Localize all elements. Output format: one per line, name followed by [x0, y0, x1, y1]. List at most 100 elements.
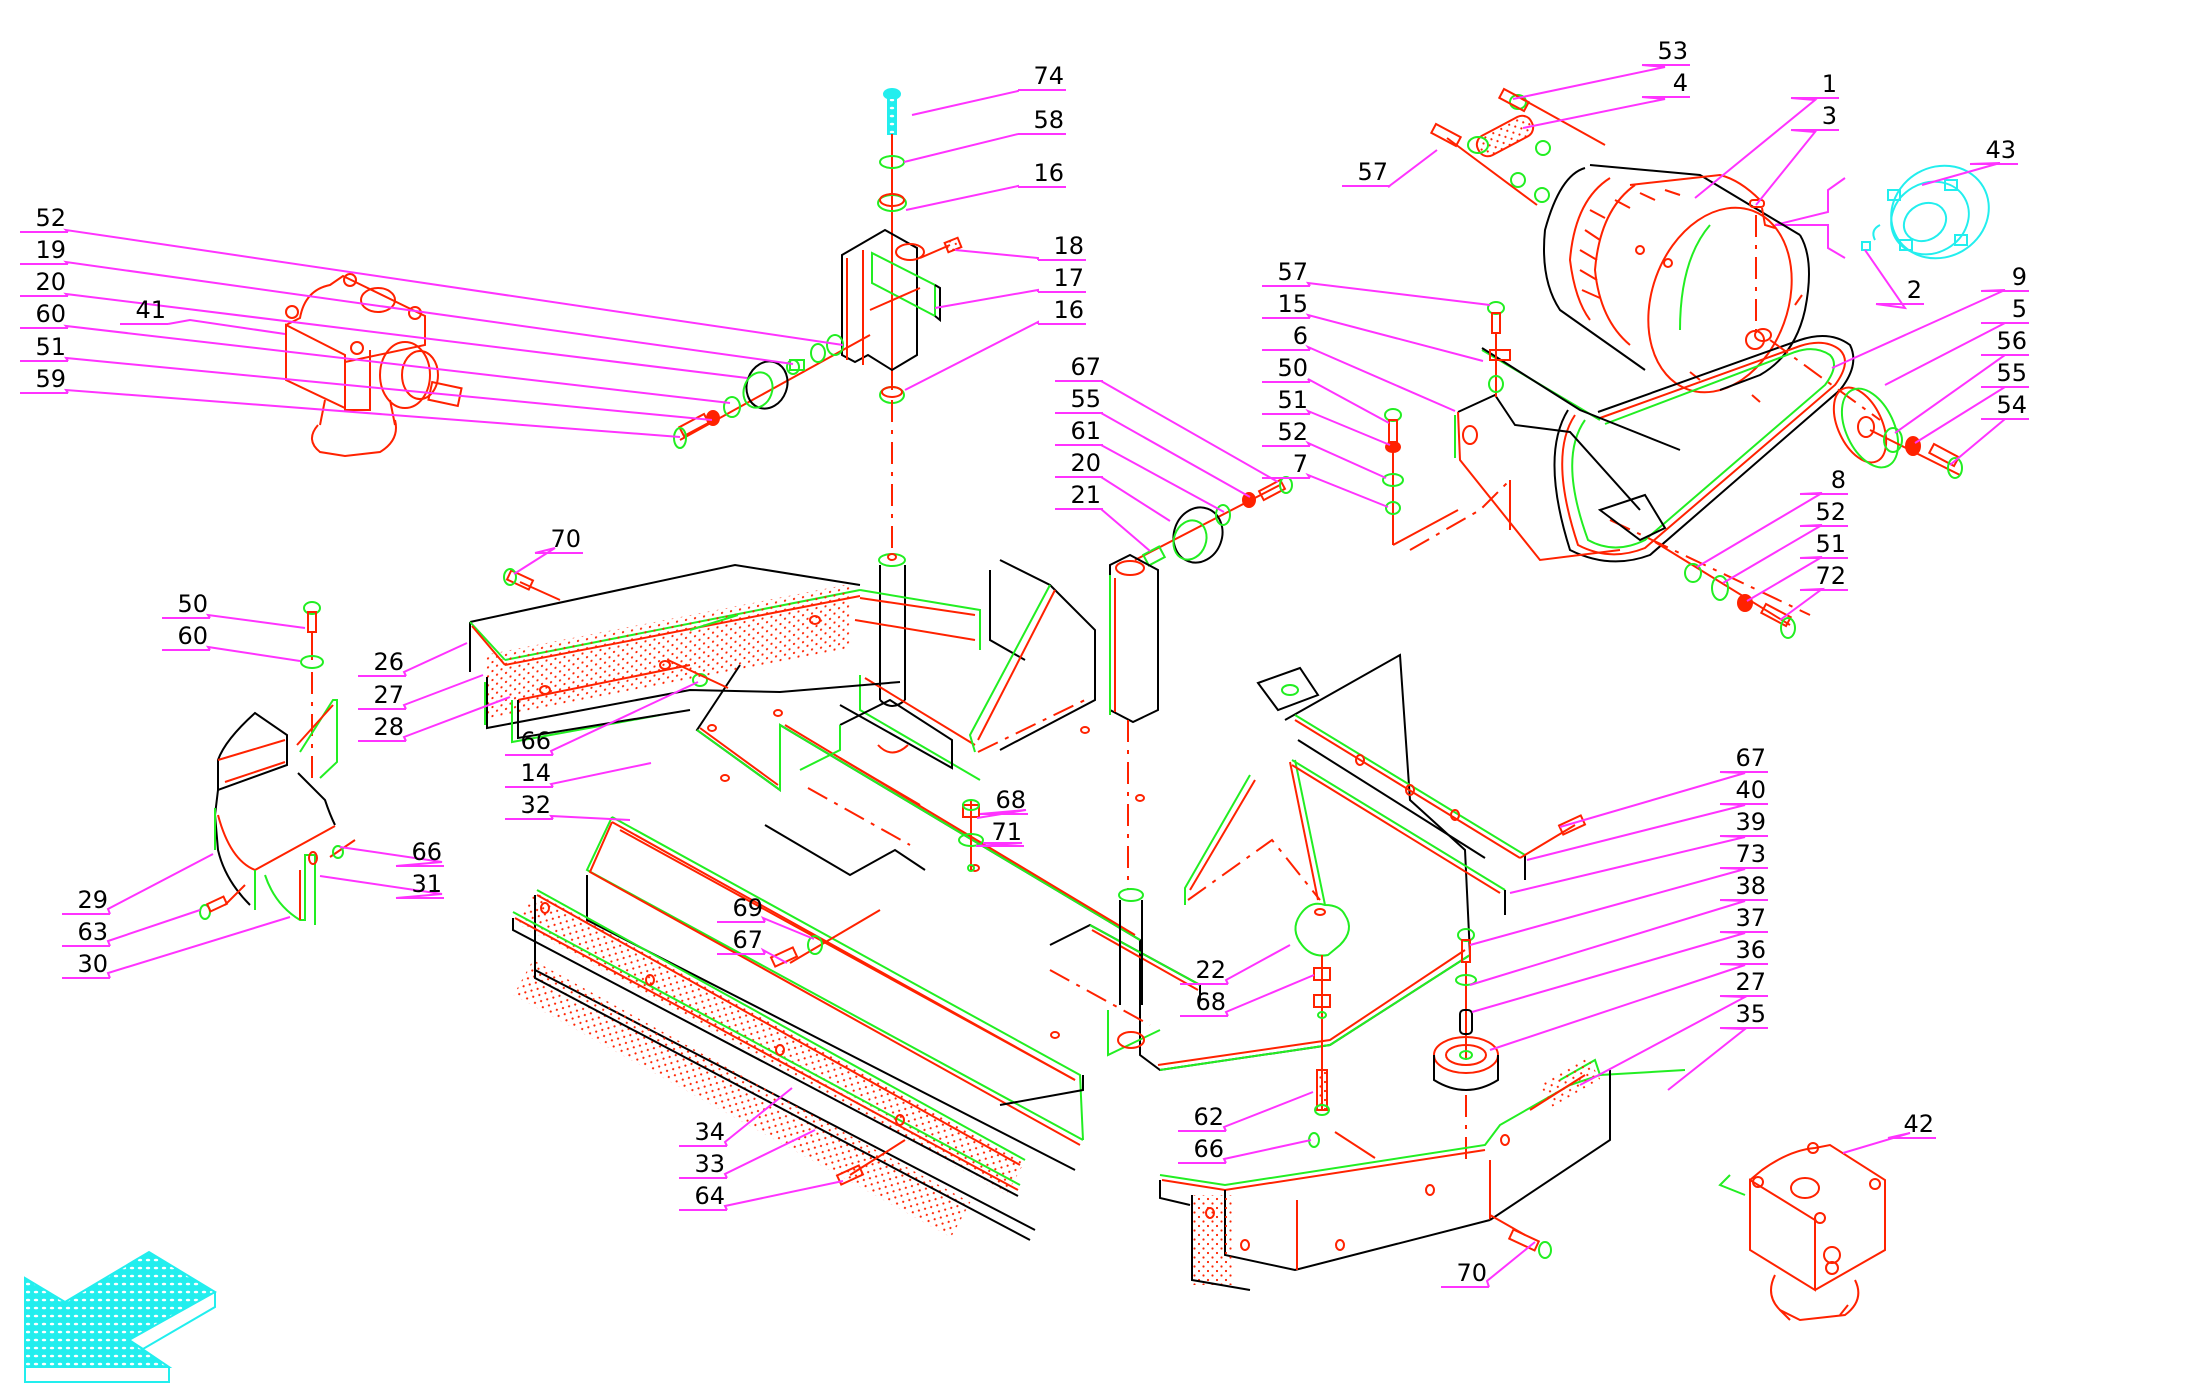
- roller-right-drawing[interactable]: [1134, 476, 1293, 570]
- leader-line: [1180, 944, 1291, 985]
- callout-66[interactable]: 66: [505, 681, 699, 756]
- callout-40[interactable]: 40: [1526, 776, 1768, 861]
- callout-57[interactable]: 57: [1262, 258, 1491, 306]
- callout-28[interactable]: 28: [358, 696, 511, 742]
- callout-68[interactable]: 68: [976, 786, 1028, 819]
- callout-69[interactable]: 69: [717, 894, 815, 940]
- callout-27[interactable]: 27: [358, 674, 484, 710]
- callout-5[interactable]: 5: [1884, 295, 2029, 386]
- callout-35[interactable]: 35: [1667, 1000, 1768, 1091]
- callout-29[interactable]: 29: [62, 853, 214, 915]
- callout-20[interactable]: 20: [20, 268, 748, 379]
- callout-63[interactable]: 63: [62, 909, 201, 947]
- callout-61[interactable]: 61: [1055, 417, 1225, 513]
- callout-36[interactable]: 36: [1489, 936, 1768, 1051]
- callout-18[interactable]: 18: [954, 232, 1086, 261]
- callout-43[interactable]: 43: [1921, 136, 2018, 186]
- callout-51[interactable]: 51: [1262, 386, 1391, 446]
- callout-66[interactable]: 66: [1178, 1135, 1312, 1164]
- callout-38[interactable]: 38: [1469, 872, 1768, 986]
- callout-1[interactable]: 1: [1694, 70, 1839, 199]
- callout-60[interactable]: 60: [162, 622, 301, 662]
- callout-67[interactable]: 67: [1055, 353, 1279, 483]
- front-channel-32-drawing[interactable]: [512, 816, 1084, 1241]
- callout-6[interactable]: 6: [1262, 322, 1456, 412]
- deck-14-drawing[interactable]: [695, 553, 1587, 1072]
- callout-59[interactable]: 59: [20, 365, 681, 438]
- callout-64[interactable]: 64: [679, 1180, 844, 1211]
- callout-62[interactable]: 62: [1178, 1091, 1314, 1132]
- callout-16[interactable]: 16: [904, 296, 1086, 391]
- callout-16[interactable]: 16: [905, 159, 1066, 211]
- callout-33[interactable]: 33: [679, 1129, 816, 1179]
- callout-54[interactable]: 54: [1949, 391, 2029, 466]
- callout-67[interactable]: 67: [717, 926, 788, 964]
- callout-3[interactable]: 3: [1755, 102, 1839, 206]
- leader-line: [120, 318, 286, 335]
- callout-70[interactable]: 70: [1441, 1241, 1536, 1288]
- callout-19[interactable]: 19: [20, 236, 794, 365]
- callout-55[interactable]: 55: [1055, 385, 1251, 498]
- callout-7[interactable]: 7: [1262, 450, 1389, 508]
- callout-57[interactable]: 57: [1342, 149, 1438, 188]
- leader-line: [1441, 1241, 1536, 1288]
- callout-68[interactable]: 68: [1180, 974, 1315, 1017]
- nut-washer-stack-drawing[interactable]: [958, 799, 984, 872]
- pulley-assembly-drawing[interactable]: [1769, 339, 1963, 479]
- bearing-43-drawing[interactable]: [1774, 148, 2006, 276]
- callout-53[interactable]: 53: [1512, 37, 1690, 100]
- callout-32[interactable]: 32: [505, 791, 631, 821]
- callout-26[interactable]: 26: [358, 642, 468, 677]
- callout-74[interactable]: 74: [911, 62, 1066, 116]
- callout-55[interactable]: 55: [1914, 359, 2029, 444]
- spring-assembly-drawing[interactable]: [1429, 87, 1606, 206]
- callout-14[interactable]: 14: [505, 759, 652, 788]
- callout-20[interactable]: 20: [1055, 449, 1171, 522]
- callout-9[interactable]: 9: [1831, 263, 2029, 369]
- side-plate-26-drawing[interactable]: [469, 563, 981, 744]
- vertical-fastener-stacks[interactable]: [1382, 301, 1505, 546]
- callout-52[interactable]: 52: [1262, 418, 1387, 479]
- callout-17[interactable]: 17: [934, 264, 1086, 309]
- callout-51[interactable]: 51: [20, 333, 713, 421]
- deflector-29-drawing[interactable]: [199, 601, 356, 925]
- callout-31[interactable]: 31: [319, 870, 444, 899]
- rear-bumper-35-drawing[interactable]: [1159, 1057, 1686, 1291]
- callout-52[interactable]: 52: [20, 204, 844, 346]
- callout-41[interactable]: 41: [120, 296, 286, 335]
- belt-and-bracket-drawing[interactable]: [1409, 335, 1855, 616]
- callout-34[interactable]: 34: [679, 1087, 793, 1147]
- callout-52[interactable]: 52: [1722, 498, 1848, 584]
- knob-assembly-drawing[interactable]: [1294, 902, 1350, 1116]
- callout-21[interactable]: 21: [1055, 481, 1151, 552]
- callout-4[interactable]: 4: [1522, 69, 1690, 129]
- callout-51[interactable]: 51: [1746, 530, 1848, 602]
- callout-73[interactable]: 73: [1469, 840, 1768, 946]
- callout-71[interactable]: 71: [975, 818, 1024, 847]
- callout-72[interactable]: 72: [1779, 562, 1848, 621]
- callout-50[interactable]: 50: [162, 590, 306, 629]
- callout-37[interactable]: 37: [1471, 904, 1768, 1013]
- callout-15[interactable]: 15: [1262, 290, 1484, 362]
- pivot-assembly-drawing[interactable]: [841, 88, 963, 555]
- lower-fastener-drawing[interactable]: [1654, 541, 1796, 639]
- leader-line: [162, 645, 301, 662]
- callout-22[interactable]: 22: [1180, 944, 1291, 985]
- callout-66[interactable]: 66: [339, 838, 444, 867]
- callout-50[interactable]: 50: [1262, 354, 1390, 424]
- gearbox-42-drawing[interactable]: [1718, 1142, 1886, 1322]
- callout-70[interactable]: 70: [513, 525, 583, 575]
- callout-60[interactable]: 60: [20, 300, 731, 404]
- callout-58[interactable]: 58: [903, 106, 1066, 163]
- callout-2[interactable]: 2: [1864, 249, 1924, 310]
- gearbox-41-drawing[interactable]: [285, 273, 463, 458]
- callout-8[interactable]: 8: [1696, 466, 1848, 568]
- callout-label: 9: [2012, 263, 2027, 291]
- callout-67[interactable]: 67: [1559, 744, 1768, 828]
- callout-27[interactable]: 27: [1579, 968, 1768, 1086]
- callout-42[interactable]: 42: [1842, 1110, 1936, 1154]
- callout-39[interactable]: 39: [1509, 808, 1768, 894]
- motor-1-drawing[interactable]: [1543, 164, 1816, 413]
- callout-30[interactable]: 30: [62, 916, 291, 979]
- callout-56[interactable]: 56: [1894, 327, 2029, 434]
